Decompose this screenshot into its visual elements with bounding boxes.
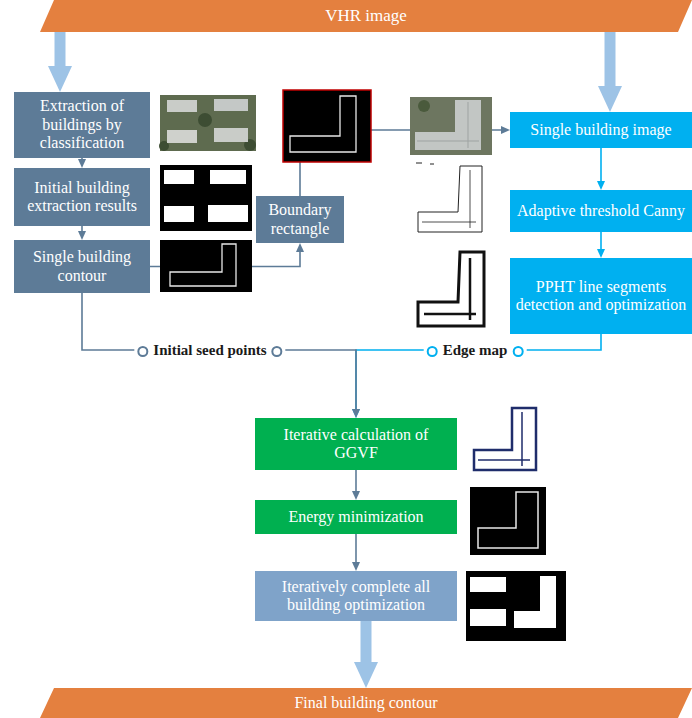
contour-ground (160, 240, 252, 292)
flow-connector (355, 470, 357, 491)
edge-line (416, 163, 434, 164)
node-text: Extraction of buildings by classificatio… (19, 97, 145, 152)
roof (415, 100, 481, 150)
input-banner: VHR image (40, 0, 692, 32)
node-text: Iterative calculation of GGVF (260, 426, 452, 463)
building-mask (470, 609, 506, 626)
node-text: Initial building extraction results (19, 179, 145, 216)
text-wrap: Iterative calculation of GGVF (260, 426, 452, 463)
text-wrap: Initial building extraction results (19, 179, 145, 216)
text-wrap: Single building image (530, 121, 671, 139)
building-contour (290, 96, 356, 152)
flow-label: Initial seed points (134, 340, 285, 360)
process-box: PPHT line segments detection and optimiz… (510, 258, 692, 334)
building-contour (478, 492, 538, 548)
roof (214, 128, 248, 142)
flow-connector (605, 32, 616, 86)
segment-thumbnail (412, 245, 496, 335)
flow-label: Edge map (424, 340, 527, 360)
building-mask (164, 170, 194, 184)
node-text: Single building contour (19, 248, 145, 285)
node-text: VHR image (325, 6, 407, 26)
roof-ridge (417, 141, 479, 142)
banner-parallelogram (40, 0, 692, 32)
building-mask (514, 611, 556, 628)
line-segment (424, 258, 476, 320)
gvf-contour (478, 412, 530, 466)
boundary-frame (283, 90, 371, 162)
building-mask (208, 205, 248, 222)
mask-ground (160, 165, 252, 231)
node-text: Final building contour (294, 694, 437, 712)
building-mask (164, 206, 194, 222)
roof (214, 99, 248, 111)
energy-thumbnail (470, 487, 546, 555)
flow-connector (356, 334, 601, 409)
tree (418, 100, 430, 112)
process-box: Adaptive threshold Canny (510, 190, 692, 232)
node-text: Boundary rectangle (261, 201, 339, 238)
edge-line (422, 170, 476, 228)
flow-connector (600, 232, 602, 249)
building-mask (470, 577, 506, 592)
aerial-ground (410, 97, 492, 155)
node-text: Iteratively complete all building optimi… (260, 578, 452, 615)
text-wrap: Iteratively complete all building optimi… (260, 578, 452, 615)
process-box: Boundary rectangle (256, 196, 344, 243)
aerial-ground (160, 95, 256, 151)
flow-connector (355, 534, 357, 562)
line-segment (418, 252, 484, 326)
ggvf-thumbnail (467, 405, 547, 473)
text-wrap: Final building contour (294, 694, 437, 712)
text-wrap: VHR image (325, 6, 407, 26)
text-wrap: Single building contour (19, 248, 145, 285)
gvf-contour (474, 408, 536, 470)
process-box: Initial building extraction results (14, 168, 150, 226)
edge-thumbnail (412, 160, 496, 240)
edge-ground (412, 160, 496, 240)
text-wrap: Energy minimization (288, 508, 423, 526)
roof (167, 100, 197, 112)
boundary-thumbnail (283, 90, 371, 162)
output-banner: Final building contour (40, 688, 692, 718)
flow-connector (81, 158, 83, 159)
building-contour (170, 244, 236, 286)
process-box: Iteratively complete all building optimi… (255, 571, 457, 621)
roof (167, 130, 197, 143)
node-text: PPHT line segments detection and optimiz… (515, 278, 687, 315)
segment-ground (412, 245, 496, 335)
flow-connector (55, 32, 66, 66)
final-mask-thumbnail (466, 571, 566, 641)
mask-thumbnail (160, 165, 252, 231)
flow-connector (81, 226, 83, 231)
flow-connector (600, 148, 602, 181)
banner-parallelogram (40, 688, 692, 718)
process-box: Single building contour (14, 240, 150, 293)
ggvf-ground (467, 405, 547, 473)
aerial-thumbnail (159, 95, 256, 151)
process-box: Extraction of buildings by classificatio… (14, 92, 150, 158)
flow-connector (361, 621, 372, 662)
node-text: Energy minimization (288, 508, 423, 526)
process-box: Energy minimization (255, 500, 457, 534)
mask-ground (466, 571, 566, 641)
contour-thumbnail (160, 240, 252, 292)
text-wrap: PPHT line segments detection and optimiz… (515, 278, 687, 315)
tree (198, 113, 212, 127)
flow-connector (82, 293, 356, 409)
building-mask (210, 170, 246, 184)
text-wrap: Extraction of buildings by classificatio… (19, 97, 145, 152)
text-wrap: Boundary rectangle (261, 201, 339, 238)
energy-ground (470, 487, 546, 555)
process-box: Iterative calculation of GGVF (255, 418, 457, 470)
text-wrap: Adaptive threshold Canny (517, 202, 685, 220)
node-text: Single building image (530, 121, 671, 139)
node-text: Adaptive threshold Canny (517, 202, 685, 220)
edge-line (418, 166, 482, 232)
building-thumbnail (410, 97, 492, 155)
process-box: Single building image (510, 112, 692, 148)
